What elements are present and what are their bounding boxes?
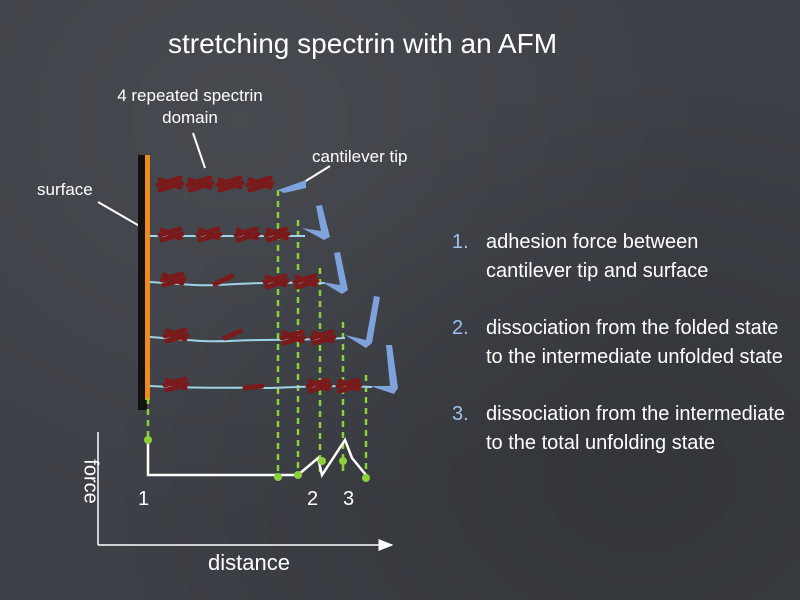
force-axis-label: force (79, 459, 102, 504)
step-text: dissociation from the intermediate to th… (486, 403, 786, 454)
marker-adhesion (144, 436, 152, 444)
spectrin-pointer-line (192, 132, 206, 169)
domain-r4-2 (222, 328, 243, 341)
domain-r5-3 (305, 377, 333, 394)
cantilever-tip-3 (322, 252, 348, 294)
steps-list: 1. adhesion force between cantilever tip… (448, 228, 788, 486)
domain-r1-4 (245, 175, 275, 193)
spectrin-domains (155, 175, 363, 394)
curve-markers (144, 436, 370, 482)
cantilever-tip-1 (278, 180, 306, 193)
domain-r1-1 (155, 175, 185, 193)
step-item: 2. dissociation from the folded state to… (448, 314, 788, 372)
cantilever-tip-2 (302, 205, 330, 240)
marker-peak-2a (294, 471, 302, 479)
domain-r4-4 (309, 329, 337, 346)
step-number: 3. (452, 403, 469, 425)
domain-r4-1 (162, 327, 190, 344)
peak-label-3: 3 (343, 488, 355, 510)
cantilever-tip-4 (345, 296, 380, 348)
step-item: 1. adhesion force between cantilever tip… (448, 228, 788, 286)
domain-r4-3 (279, 329, 307, 346)
spectrin-domain-label: 4 repeated spectrin domain (117, 86, 263, 127)
cantilever-tip-label: cantilever tip (312, 147, 408, 166)
surface-pointer-line (97, 201, 144, 229)
step-item: 3. dissociation from the intermediate to… (448, 400, 788, 458)
step-text: dissociation from the folded state to th… (486, 317, 783, 368)
domain-r1-3 (215, 175, 245, 193)
peak-label-1: 1 (138, 488, 150, 510)
step-number: 1. (452, 231, 469, 253)
domain-r2-1 (157, 226, 185, 243)
step-text: adhesion force between cantilever tip an… (486, 231, 709, 282)
domain-r3-3 (262, 273, 290, 290)
distance-axis-label: distance (208, 550, 290, 575)
step-number: 2. (452, 317, 469, 339)
domain-r3-2 (212, 273, 235, 287)
domain-r1-2 (185, 175, 215, 193)
domain-r5-1 (162, 376, 190, 393)
domain-r5-4 (335, 377, 363, 394)
domain-r2-3 (233, 226, 261, 243)
slide-title: stretching spectrin with an AFM (167, 28, 558, 59)
domain-r2-4 (263, 226, 291, 243)
domain-r3-4 (292, 273, 320, 290)
cantilever-tip-5 (370, 345, 398, 394)
surface-shadow (138, 155, 147, 410)
domain-r5-2 (242, 383, 265, 391)
surface-label: surface (37, 180, 93, 199)
cantilevers (278, 180, 398, 394)
force-curve (146, 437, 367, 479)
marker-peak-3b (362, 474, 370, 482)
surface-bar (145, 155, 150, 400)
marker-peak-3a (339, 457, 347, 465)
domain-r3-1 (159, 271, 187, 288)
marker-start (274, 473, 282, 481)
domain-r2-2 (195, 226, 223, 243)
marker-peak-2b (318, 457, 326, 465)
peak-label-2: 2 (307, 488, 319, 510)
